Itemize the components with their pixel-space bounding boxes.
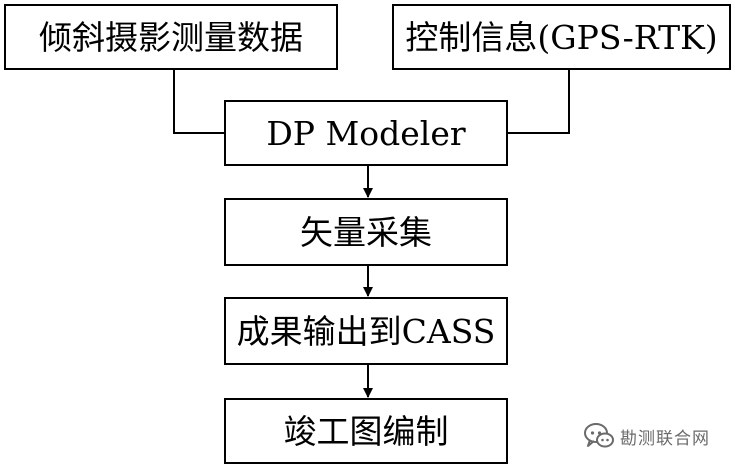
node-control-info: 控制信息(GPS-RTK): [392, 4, 731, 70]
node-label: 控制信息(GPS-RTK): [405, 17, 718, 57]
edge-control-to-dp: [508, 70, 570, 134]
node-vector-collection: 矢量采集: [224, 198, 508, 266]
watermark: 勘测联合网: [582, 416, 732, 456]
edge-oblique-to-dp: [173, 70, 224, 134]
node-label: 竣工图编制: [283, 411, 449, 451]
node-label: 倾斜摄影测量数据: [39, 17, 303, 57]
node-label: DP Modeler: [266, 113, 466, 153]
node-oblique-photogrammetry-data: 倾斜摄影测量数据: [4, 4, 338, 70]
node-label: 矢量采集: [300, 212, 432, 252]
wechat-bubble-icon: [584, 423, 614, 448]
node-as-built-drawing: 竣工图编制: [224, 398, 508, 464]
node-dp-modeler: DP Modeler: [224, 100, 508, 166]
node-label: 成果输出到CASS: [236, 311, 496, 351]
node-output-to-cass: 成果输出到CASS: [224, 297, 508, 365]
watermark-text: 勘测联合网: [620, 428, 710, 449]
